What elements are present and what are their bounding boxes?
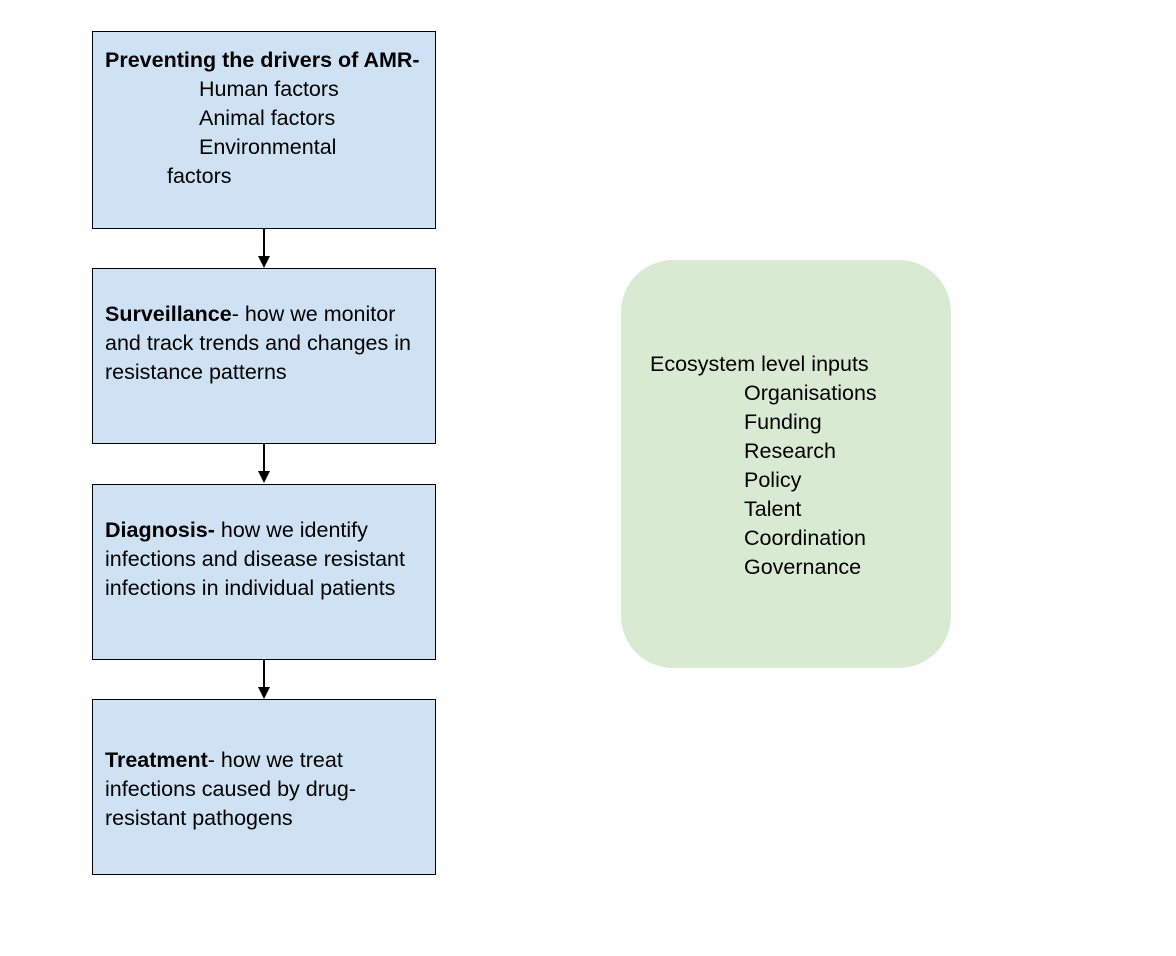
ecosystem-item: Governance xyxy=(744,555,862,579)
arrow-down-icon xyxy=(258,256,270,268)
arrow-2-line xyxy=(263,444,265,472)
sub-item-wrap: factors xyxy=(167,164,232,188)
ecosystem-item: Funding xyxy=(744,410,822,434)
flow-box-surveillance-description: - how we monitor and track trends and ch… xyxy=(105,302,411,384)
flow-box-prevention-title: Preventing the drivers of AMR- xyxy=(105,48,420,72)
ecosystem-heading: Ecosystem level inputs xyxy=(650,352,869,376)
flow-box-surveillance: Surveillance- how we monitor and track t… xyxy=(92,268,436,444)
ecosystem-item: Policy xyxy=(744,468,802,492)
flow-box-prevention: Preventing the drivers of AMR- Human fac… xyxy=(92,31,436,229)
sub-item: Human factors xyxy=(199,77,339,101)
ecosystem-item: Research xyxy=(744,439,837,463)
ecosystem-text: Ecosystem level inputs Organisations Fun… xyxy=(650,350,877,582)
flow-box-treatment: Treatment- how we treat infections cause… xyxy=(92,699,436,875)
ecosystem-box: Ecosystem level inputs Organisations Fun… xyxy=(621,260,951,668)
flow-box-surveillance-text: Surveillance- how we monitor and track t… xyxy=(105,300,423,387)
flow-box-treatment-description: - how we treat infections caused by drug… xyxy=(105,748,356,830)
ecosystem-item: Coordination xyxy=(744,526,866,550)
sub-item: Animal factors xyxy=(199,106,336,130)
arrow-3-line xyxy=(263,660,265,688)
arrow-down-icon xyxy=(258,687,270,699)
arrow-down-icon xyxy=(258,471,270,483)
flow-box-treatment-title: Treatment xyxy=(105,748,208,772)
ecosystem-item: Organisations xyxy=(744,381,877,405)
arrow-1-line xyxy=(263,229,265,257)
flow-box-treatment-text: Treatment- how we treat infections cause… xyxy=(105,746,423,833)
flow-box-diagnosis-text: Diagnosis- how we identify infections an… xyxy=(105,516,423,603)
ecosystem-item: Talent xyxy=(744,497,802,521)
flow-box-diagnosis-title: Diagnosis- xyxy=(105,518,215,542)
flow-box-diagnosis: Diagnosis- how we identify infections an… xyxy=(92,484,436,660)
flow-box-diagnosis-description: how we identify infections and disease r… xyxy=(105,518,405,600)
flow-box-surveillance-title: Surveillance xyxy=(105,302,232,326)
flow-box-prevention-text: Preventing the drivers of AMR- Human fac… xyxy=(105,46,423,191)
sub-item: Environmental xyxy=(199,135,337,159)
